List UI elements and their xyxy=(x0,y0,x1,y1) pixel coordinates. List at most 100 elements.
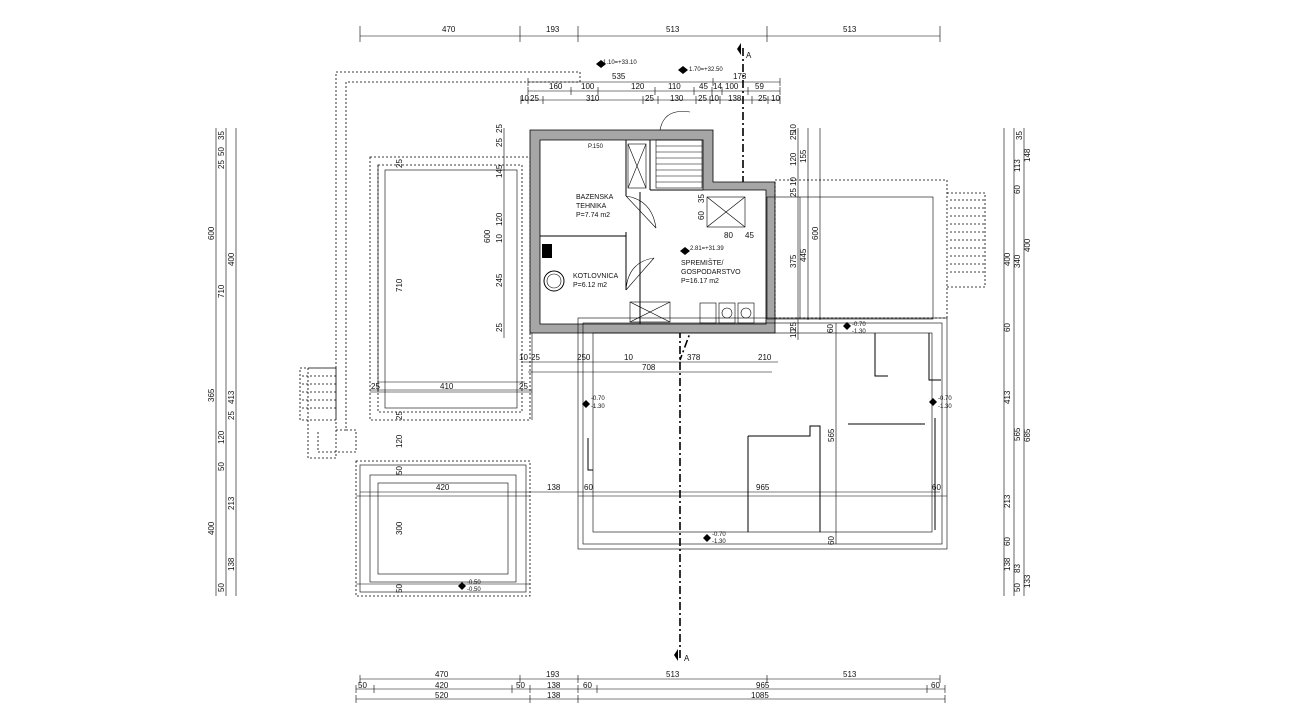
dim-label: 173 xyxy=(733,72,747,81)
dim-label: 400 xyxy=(207,521,216,535)
door-swing xyxy=(625,257,655,291)
dim-label: 100 xyxy=(725,82,739,91)
dim-label: 120 xyxy=(217,430,226,444)
top-dimension-chain-outer: 470 193 513 513 xyxy=(359,25,941,42)
dim-label: 138 xyxy=(1003,557,1012,571)
dim-label: 210 xyxy=(758,353,772,362)
dim-label: 50 xyxy=(395,584,404,593)
dim-label: 470 xyxy=(442,25,456,34)
dim-label: 25 xyxy=(698,94,707,103)
top-dimension-chain-2: 160 100 120 110 45 14 100 59 xyxy=(527,82,781,95)
dim-label: 378 xyxy=(687,353,701,362)
dim-label: 25 xyxy=(495,124,504,133)
dim-label: 513 xyxy=(666,25,680,34)
dim-label: 600 xyxy=(207,226,216,240)
section-mark-bottom: A xyxy=(684,654,690,663)
equipment-box xyxy=(629,301,671,323)
door-swing xyxy=(625,195,657,229)
bottom-dimension-chain-1: 470 193 513 513 xyxy=(359,670,941,683)
dim-label: 60 xyxy=(827,536,836,545)
level-label: -0.70 xyxy=(712,532,726,538)
dim-label: 25 xyxy=(395,411,404,420)
equipment-box xyxy=(627,143,647,189)
dim-label: 50 xyxy=(217,147,226,156)
dim-label: 50 xyxy=(1013,583,1022,592)
dim-label: 445 xyxy=(799,248,808,262)
dim-label: 35 xyxy=(217,131,226,140)
dim-label: 45 xyxy=(745,231,754,240)
dim-label: 10 xyxy=(771,94,780,103)
room-name: BAZENSKA xyxy=(576,194,614,201)
dim-label: 375 xyxy=(789,254,798,268)
dim-label: 1085 xyxy=(751,691,769,700)
dim-label: 25 xyxy=(645,94,654,103)
dim-label: 60 xyxy=(1003,537,1012,546)
dim-label: 10 xyxy=(710,94,719,103)
dim-label: 148 xyxy=(1023,148,1032,162)
dim-label: 60 xyxy=(1003,323,1012,332)
level-label: 1.10=+33.10 xyxy=(603,60,637,66)
dim-label: 400 xyxy=(1003,252,1012,266)
level-marker: -0.70 -1.30 xyxy=(843,322,866,335)
dim-label: 10 xyxy=(495,234,504,243)
door-swing xyxy=(659,111,691,131)
dim-label: 120 xyxy=(395,434,404,448)
dim-label: 25 xyxy=(395,159,404,168)
dim-label: 138 xyxy=(728,94,742,103)
dim-label: 965 xyxy=(756,681,770,690)
dim-label: 310 xyxy=(586,94,600,103)
dim-label: 100 xyxy=(581,82,595,91)
level-label: -1.30 xyxy=(712,539,726,545)
dim-label: 10 xyxy=(789,329,798,338)
level-label: -0.70 xyxy=(591,396,605,402)
right-dimension-chain: 35 148 400 685 133 113 60 340 565 83 50 … xyxy=(1003,128,1032,596)
dim-label: 50 xyxy=(395,466,404,475)
dim-label: 25 xyxy=(371,382,380,391)
dim-label: 35 xyxy=(697,194,706,203)
dim-label: 340 xyxy=(1013,254,1022,268)
bottom-dimension-chain-3: 520 138 1085 xyxy=(355,691,946,703)
utility-building xyxy=(529,129,776,334)
dim-label: 138 xyxy=(227,557,236,571)
dim-label: 160 xyxy=(549,82,563,91)
dim-label: 155 xyxy=(799,149,808,163)
dim-label: 513 xyxy=(666,670,680,679)
level-label: -0.50 xyxy=(467,587,481,593)
dim-label: 400 xyxy=(227,252,236,266)
stairs xyxy=(655,139,703,189)
dim-label: 193 xyxy=(546,670,560,679)
dim-label: 10 xyxy=(520,94,529,103)
dim-label: 520 xyxy=(435,691,449,700)
dim-label: 60 xyxy=(1013,185,1022,194)
level-label: -0.70 xyxy=(938,396,952,402)
dim-label: 565 xyxy=(827,428,836,442)
dim-label: 413 xyxy=(1003,390,1012,404)
dim-label: 83 xyxy=(1013,564,1022,573)
dim-label: 300 xyxy=(395,521,404,535)
dim-label: 120 xyxy=(495,212,504,226)
dim-label: 10 xyxy=(789,177,798,186)
dim-label: 60 xyxy=(932,483,941,492)
room-name: KOTLOVNICA xyxy=(573,273,618,280)
dim-label: 513 xyxy=(843,670,857,679)
dim-label: 410 xyxy=(440,382,454,391)
dim-label: 138 xyxy=(547,681,561,690)
level-label: -0.50 xyxy=(467,580,481,586)
dim-label: 708 xyxy=(642,363,656,372)
level-label: -1.30 xyxy=(852,329,866,335)
dim-label: 513 xyxy=(843,25,857,34)
dim-label: 80 xyxy=(724,231,733,240)
dim-label: 245 xyxy=(495,273,504,287)
room-area: P=7.74 m2 xyxy=(576,212,610,219)
dim-label: 60 xyxy=(826,324,835,333)
level-label: -0.70 xyxy=(852,322,866,328)
level-marker: 1.10=+33.10 xyxy=(596,60,637,68)
interior-dimensions: 10 25 250 10 378 210 708 410 25 25 420 1… xyxy=(360,124,941,593)
dim-label: 45 xyxy=(699,82,708,91)
level-marker: 2.81=+31.39 xyxy=(680,246,724,255)
equipment-box xyxy=(706,196,746,228)
dim-label: 50 xyxy=(217,583,226,592)
dim-label: 60 xyxy=(584,483,593,492)
dim-label: 10 xyxy=(519,353,528,362)
